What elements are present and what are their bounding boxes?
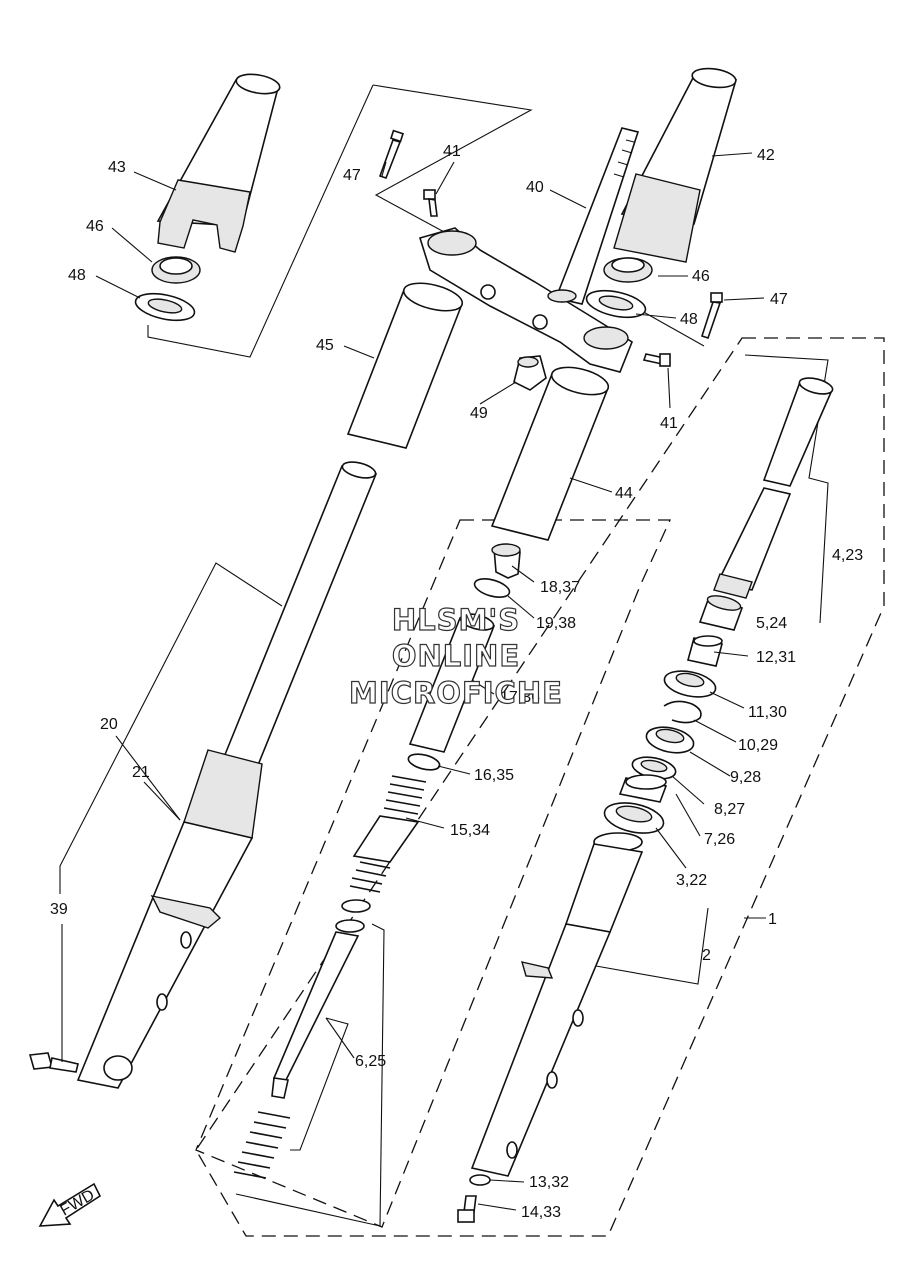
callout-48-right: 48	[680, 311, 698, 328]
lower-spring	[233, 1111, 291, 1179]
upper-bracket	[418, 227, 633, 373]
callout-14-33: 14,33	[521, 1204, 561, 1221]
bolt-41-right	[642, 353, 671, 367]
inner-tube-4	[713, 377, 834, 599]
bolt-41-left	[423, 189, 438, 217]
callout-1: 1	[768, 911, 777, 928]
bolt-39	[28, 1052, 79, 1073]
callout-41-right: 41	[660, 415, 678, 432]
watermark-line-3: MICROFICHE	[349, 676, 563, 710]
callout-12-31: 12,31	[756, 649, 796, 666]
callout-7-26: 7,26	[704, 831, 735, 848]
callout-6-25: 6,25	[355, 1053, 386, 1070]
callout-20: 20	[100, 716, 118, 733]
callout-3-22: 3,22	[676, 872, 707, 889]
cap-bolt-18	[491, 543, 521, 579]
callout-46-right: 46	[692, 268, 710, 285]
callout-16-35: 16,35	[474, 767, 514, 784]
bushing-7	[618, 774, 668, 803]
assembly-1-boundary	[195, 337, 885, 1237]
ring-nut-46-left	[151, 256, 201, 284]
bushing-5	[698, 595, 744, 631]
inner-kit-boundary	[195, 519, 672, 1228]
callout-45: 45	[316, 337, 334, 354]
outer-tube-2	[470, 832, 644, 1177]
steering-stem-40	[554, 127, 640, 305]
callout-48-left: 48	[68, 267, 86, 284]
callout-18-37: 18,37	[540, 579, 580, 596]
bushing-12	[687, 635, 723, 667]
clip-10	[663, 700, 702, 724]
washer-8	[631, 756, 677, 780]
o-ring-19	[473, 578, 511, 598]
callout-13-32: 13,32	[529, 1174, 569, 1191]
callout-44: 44	[615, 485, 633, 502]
leader-lines	[59, 152, 766, 1227]
callout-39: 39	[50, 901, 68, 918]
bolt-47-left	[378, 129, 404, 179]
callout-43: 43	[108, 159, 126, 176]
callout-8-27: 8,27	[714, 801, 745, 818]
callout-40: 40	[526, 179, 544, 196]
callout-47-top: 47	[343, 167, 361, 184]
callout-9-28: 9,28	[730, 769, 761, 786]
tube-45	[346, 282, 464, 449]
left-cover-group-line	[147, 84, 374, 358]
left-fork-assembly	[76, 461, 378, 1089]
seal-11	[663, 670, 717, 698]
callout-5-24: 5,24	[756, 615, 787, 632]
top-bracket-group-line	[372, 84, 533, 247]
callout-15-34: 15,34	[450, 822, 490, 839]
fwd-label: FWD	[58, 1187, 98, 1220]
watermark-line-2: ONLINE	[392, 639, 520, 673]
cover-42	[613, 67, 738, 263]
callout-49: 49	[470, 405, 488, 422]
washer-48-left	[134, 292, 196, 322]
oil-seal-9	[645, 726, 695, 754]
fwd-arrow-icon: FWD	[38, 1182, 102, 1227]
dust-seal-3	[603, 802, 665, 834]
callout-17-36: 17,36	[500, 689, 540, 706]
washer-16	[407, 753, 441, 771]
bolt-47-right	[700, 292, 723, 340]
spring-15	[349, 775, 427, 893]
callout-46-left: 46	[86, 218, 104, 235]
ring-nut-46-right	[603, 257, 653, 283]
callout-42: 42	[757, 147, 775, 164]
callout-21: 21	[132, 764, 150, 781]
callout-2: 2	[702, 947, 711, 964]
tube-44	[490, 366, 610, 541]
callout-19-38: 19,38	[536, 615, 576, 632]
inner-tube-group-line	[744, 354, 829, 624]
callout-47-right: 47	[770, 291, 788, 308]
callout-11-30: 11,30	[748, 704, 787, 721]
watermark-line-1: HLSM'S	[392, 603, 520, 637]
spacer-17	[408, 613, 496, 753]
washer-48-right	[585, 289, 647, 319]
drain-bolt-14	[457, 1195, 477, 1223]
cover-43	[156, 73, 281, 253]
rod-6	[271, 899, 371, 1099]
nut-49	[513, 355, 547, 391]
callout-41-top: 41	[443, 143, 461, 160]
callout-10-29: 10,29	[738, 737, 778, 754]
washer-13	[469, 1174, 491, 1186]
callout-4-23: 4,23	[832, 547, 863, 564]
